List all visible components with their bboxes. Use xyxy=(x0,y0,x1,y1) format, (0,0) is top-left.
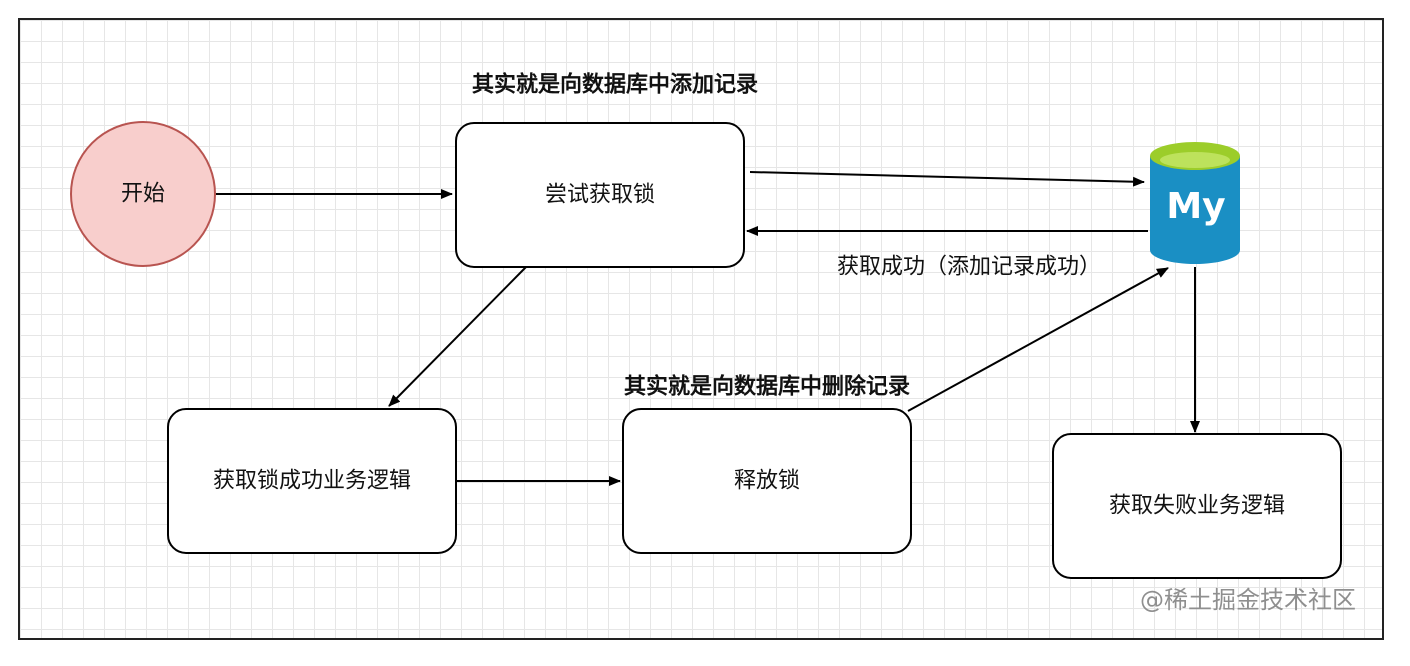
start-node[interactable] xyxy=(70,121,216,267)
edge-label-acquire-success: 获取成功（添加记录成功） xyxy=(837,255,1101,280)
db-cylinder-top-highlight xyxy=(1160,152,1230,168)
fail-logic-label: 获取失败业务逻辑 xyxy=(1109,494,1285,519)
edge-try-lock-to-success-logic xyxy=(388,266,527,407)
annotation-add-record: 其实就是向数据库中添加记录 xyxy=(472,72,758,98)
fail-logic-node[interactable] xyxy=(1052,433,1342,579)
success-logic-node[interactable] xyxy=(167,408,457,554)
try-lock-label: 尝试获取锁 xyxy=(545,183,655,208)
success-logic-label: 获取锁成功业务逻辑 xyxy=(213,469,411,494)
edge-release-to-db xyxy=(907,267,1169,412)
start-node-label: 开始 xyxy=(121,182,165,207)
diagram-canvas: 开始 尝试获取锁 获取锁成功业务逻辑 释放锁 获取失败业务逻辑 My 其实就是向… xyxy=(18,18,1384,640)
edge-try-lock-to-db xyxy=(749,171,1145,187)
db-logo-text: My xyxy=(1166,186,1225,227)
watermark: @稀土掘金技术社区 xyxy=(1140,586,1356,614)
annotation-delete-record: 其实就是向数据库中删除记录 xyxy=(624,374,910,400)
try-lock-node[interactable] xyxy=(455,122,745,268)
release-lock-label: 释放锁 xyxy=(734,469,800,494)
db-cylinder-body xyxy=(1150,156,1240,264)
flowchart: 开始 尝试获取锁 获取锁成功业务逻辑 释放锁 获取失败业务逻辑 My 其实就是向… xyxy=(70,72,1356,614)
mysql-database-icon[interactable]: My xyxy=(1150,142,1240,264)
release-lock-node[interactable] xyxy=(622,408,912,554)
